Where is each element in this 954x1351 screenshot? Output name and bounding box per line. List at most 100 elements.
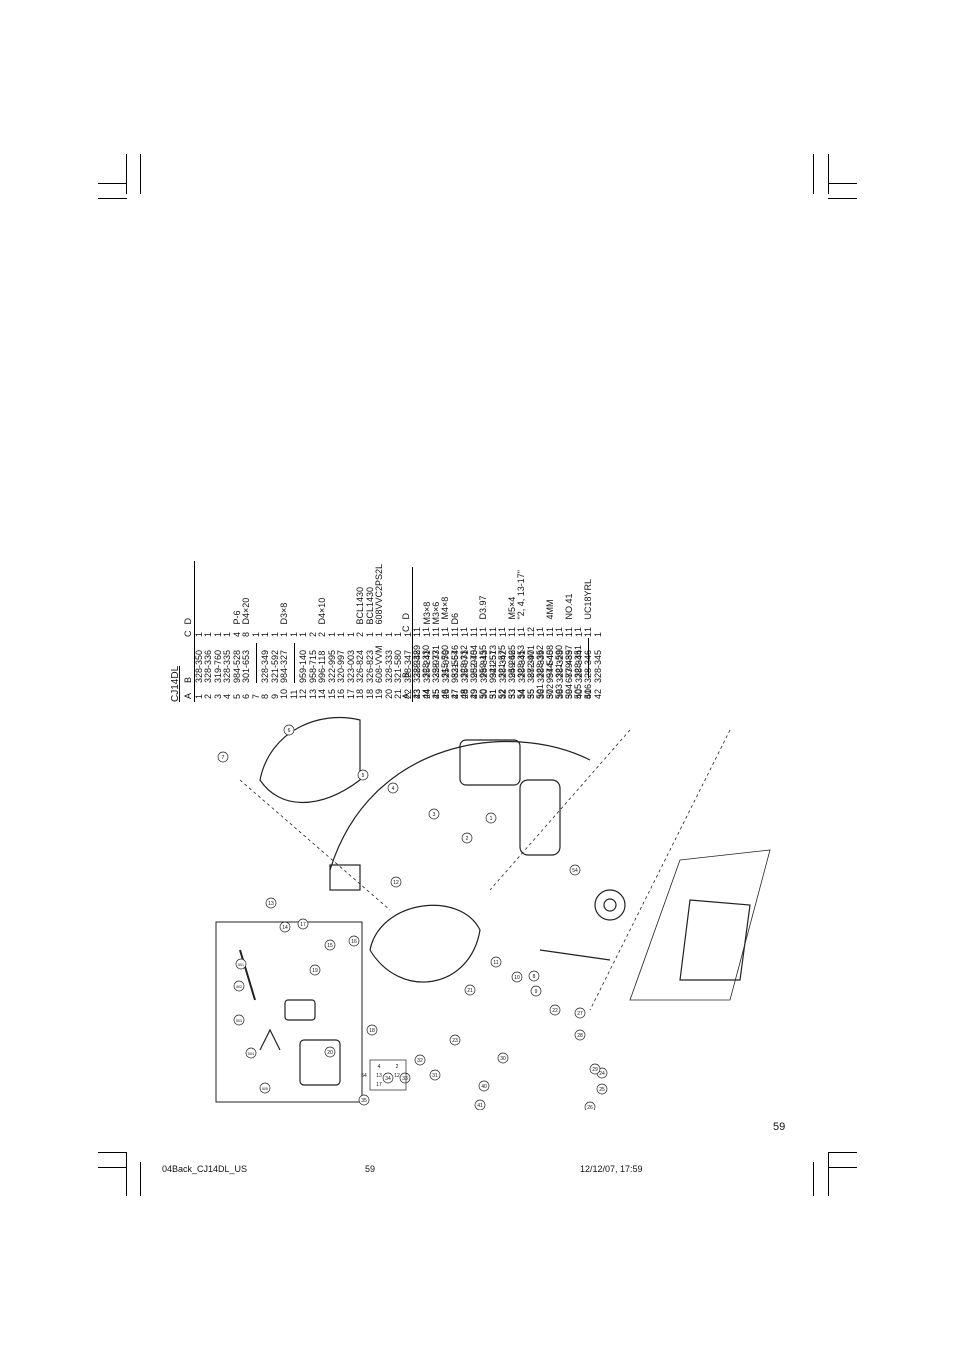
callout-circle <box>584 1101 596 1110</box>
crop-mark <box>126 1152 127 1196</box>
callout-label: 34 <box>385 1076 391 1082</box>
callout-circle <box>309 964 321 976</box>
crop-mark <box>98 198 127 199</box>
part-code: 301-653 <box>241 649 251 683</box>
callout-circle <box>324 939 336 951</box>
callout-label: 27 <box>577 1011 583 1017</box>
part-note <box>489 567 499 622</box>
callout-circle <box>574 1029 586 1041</box>
col-header-d: D <box>183 617 193 625</box>
callout-circle <box>530 985 542 997</box>
callout-circle <box>366 1024 378 1036</box>
crop-mark <box>126 154 127 194</box>
part-note <box>594 561 604 628</box>
crop-mark <box>140 154 141 194</box>
callout-label: 1 <box>490 816 493 822</box>
part-note <box>527 567 537 622</box>
part-note: 4MM <box>544 599 555 620</box>
part-note <box>460 567 470 622</box>
callout-circle <box>478 1080 490 1092</box>
callout-circle <box>528 970 540 982</box>
callout-label: 9 <box>535 989 538 995</box>
callout-label: 30 <box>500 1056 506 1062</box>
callout-label: 54 <box>572 868 578 874</box>
page-number: 59 <box>773 1121 786 1133</box>
part-note <box>214 561 224 628</box>
part-code: 984-327 <box>279 649 289 683</box>
callout-label: 18 <box>369 1028 375 1034</box>
base-plate-shape <box>679 899 751 981</box>
callout-label: 12 <box>393 880 399 886</box>
part-note: 608VVC2PS2L <box>374 563 384 625</box>
callout-label: 16 <box>351 939 357 945</box>
callout-label: 4 <box>392 786 395 792</box>
housing-half-shape <box>259 716 361 804</box>
crop-mark <box>828 154 829 194</box>
part-note: NO.41 <box>563 593 574 620</box>
callout-circle <box>357 769 369 781</box>
battery-shape <box>459 739 521 786</box>
col-header-d: D <box>401 612 411 620</box>
part-note <box>451 567 461 622</box>
callout-circle <box>358 1094 370 1106</box>
callout-circle <box>497 1052 509 1064</box>
kit-box <box>369 1059 407 1091</box>
callout-circle <box>265 897 277 909</box>
callout-label: 8 <box>533 974 536 980</box>
kit-item: 13 <box>376 1073 382 1079</box>
part-note <box>204 561 214 628</box>
col-header-a: A <box>183 692 193 699</box>
crop-mark <box>828 1152 829 1196</box>
footer-file: 04Back_CJ14DL_US <box>162 1164 248 1174</box>
blank-code-line <box>293 642 295 683</box>
col-header-c: C <box>401 625 411 632</box>
part-note <box>290 561 300 628</box>
crop-mark <box>98 183 127 184</box>
part-qty: 1 <box>592 631 603 637</box>
part-note <box>299 561 309 628</box>
part-note <box>337 561 347 628</box>
footer-page: 59 <box>365 1164 376 1174</box>
callout-circle <box>511 971 523 983</box>
callout-label: 502 <box>236 985 242 989</box>
callout-label: 26 <box>587 1105 593 1110</box>
part-note <box>412 567 422 622</box>
callout-label: 5 <box>362 773 365 779</box>
callout-label: 505 <box>262 1087 268 1091</box>
callout-circle <box>382 1072 394 1084</box>
exploded-parts-diagram: 1234567891011121314151617181920212223242… <box>215 716 771 1110</box>
callout-circle <box>235 958 247 970</box>
callout-label: 19 <box>312 968 318 974</box>
part-note <box>328 561 338 628</box>
callout-circle <box>596 1083 608 1095</box>
part-note: D4×20 <box>241 597 251 625</box>
col-header-c: C <box>183 630 193 637</box>
col-header-b: B <box>401 671 411 678</box>
callout-circle <box>233 980 245 992</box>
crop-mark <box>828 1167 857 1168</box>
callout-circle <box>428 808 440 820</box>
callout-label: 13 <box>268 901 274 907</box>
callout-label: 17 <box>300 922 306 928</box>
callout-label: 33 <box>402 1076 408 1082</box>
plunger-shape <box>539 949 611 961</box>
callout-circle <box>233 1014 245 1026</box>
callout-circle <box>217 751 229 763</box>
callout-label: 25 <box>599 1087 605 1093</box>
callout-circle <box>414 1054 426 1066</box>
callout-label: 20 <box>327 1050 333 1056</box>
callout-circle <box>297 918 309 930</box>
callout-circle <box>464 984 476 996</box>
crop-mark <box>828 198 857 199</box>
callout-label: 31 <box>432 1073 438 1079</box>
callout-label: 40 <box>481 1084 487 1090</box>
